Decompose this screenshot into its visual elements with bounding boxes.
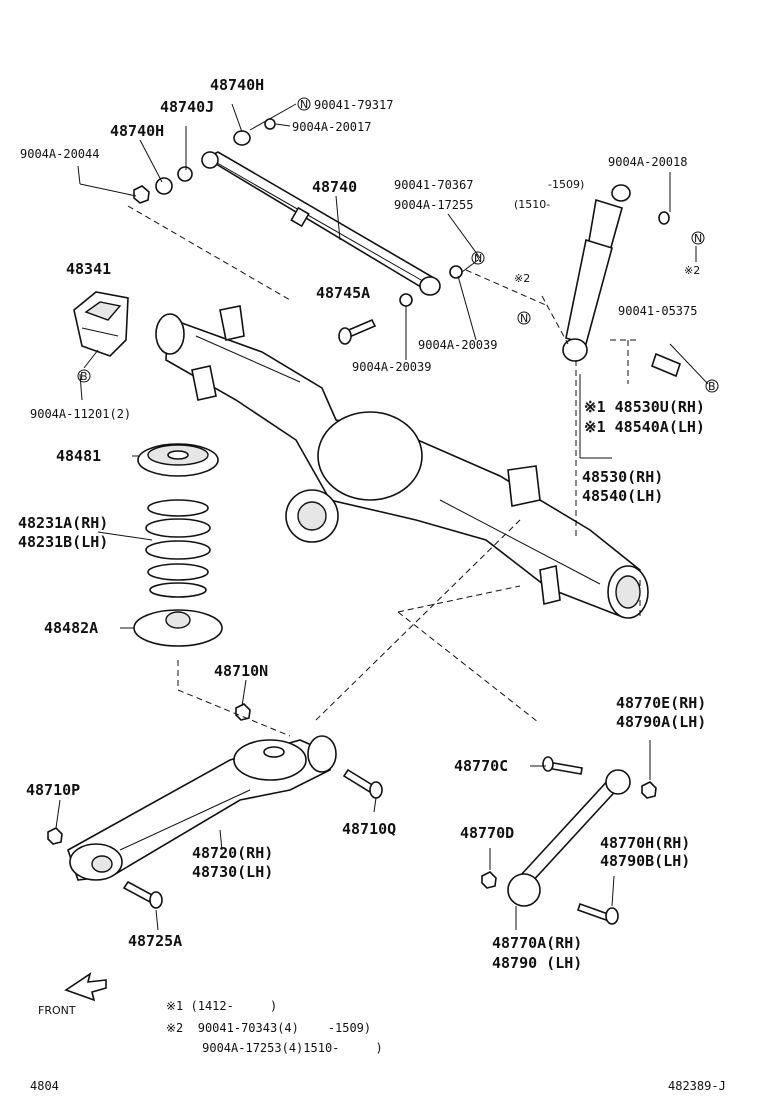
coil-spring-48231A [145,499,211,598]
rear-axle-housing [155,305,649,619]
bushing-48740J [233,130,251,146]
label-48720: 48720(RH) [192,844,273,862]
label-48790: 48790 (LH) [492,954,582,972]
nut-48770E [641,781,657,799]
label-90041-70367: 90041-70367 [394,178,473,192]
spring-seat-lower-48482A [133,609,223,647]
note-1: ※1 (1412- ) [166,999,277,1013]
label-48740H-top: 48740H [210,76,264,94]
label-48710Q: 48710Q [342,820,396,838]
label-9004A-17255-date: (1510- [514,198,550,211]
svg-text:B: B [80,370,88,383]
svg-text:B: B [708,380,716,393]
label-48725A: 48725A [128,932,182,950]
label-48530: 48530(RH) [582,468,663,486]
bump-stopper-48341 [73,291,129,357]
label-9004A-20039-b: 9004A-20039 [352,360,431,374]
spring-seat-upper-48481 [137,443,219,477]
footer-right-code: 482389-J [668,1079,726,1093]
label-48730: 48730(LH) [192,863,273,881]
svg-text:N: N [300,98,308,111]
label-48710P: 48710P [26,781,80,799]
label-48481: 48481 [56,447,101,465]
bolt-48770H [576,902,619,925]
label-48341: 48341 [66,260,111,278]
circle-mark-b-2: B [705,379,719,393]
label-48530U: ※1 48530U(RH) [584,398,705,416]
label-48790A: 48790A(LH) [616,713,706,731]
label-9004A-11201: 9004A-11201(2) [30,407,131,421]
label-9004A-20017: 9004A-20017 [292,120,371,134]
label-48540A-note: ※1 48540A(LH) [584,418,705,436]
nut-9004A-20044 [133,185,150,204]
bolt-48710Q [342,768,383,799]
label-9004A-20039-a: 9004A-20039 [418,338,497,352]
label-90041-70367-date: -1509) [548,178,584,191]
svg-text:N: N [474,252,482,265]
label-9004A-17255: 9004A-17255 [394,198,473,212]
bolt-48725A [122,880,163,909]
label-48231B: 48231B(LH) [18,533,108,551]
shock-absorber-48530 [562,184,681,378]
label-48770C: 48770C [454,757,508,775]
label-90041-05375: 90041-05375 [618,304,697,318]
label-48231A: 48231A(RH) [18,514,108,532]
circle-mark-n-1: N [297,97,311,111]
front-arrow-icon [64,972,107,1002]
label-mark2-a: ※2 [514,272,530,285]
label-48482A: 48482A [44,619,98,637]
lateral-rod-48740 [201,151,441,296]
bolt-48745A [338,318,377,345]
front-label: FRONT [38,1004,76,1017]
label-48770E: 48770E(RH) [616,694,706,712]
label-48770D: 48770D [460,824,514,842]
bushing-48740H [155,166,193,195]
label-90041-79317: 90041-79317 [314,98,393,112]
label-mark2-b: ※2 [684,264,700,277]
label-9004A-20018: 9004A-20018 [608,155,687,169]
note-2-line2: 9004A-17253(4)1510- ) [166,1041,383,1055]
label-9004A-20044: 9004A-20044 [20,147,99,161]
label-48770H: 48770H(RH) [600,834,690,852]
label-48710N: 48710N [214,662,268,680]
svg-text:N: N [694,232,702,245]
label-48740H-left: 48740H [110,122,164,140]
label-48540: 48540(LH) [582,487,663,505]
circle-mark-n-3: N [517,311,531,325]
nut-48710N [235,703,251,721]
trailing-arm-48720 [67,735,337,881]
circle-mark-b-1: B [77,369,91,383]
footer-left-code: 4804 [30,1079,59,1093]
svg-text:N: N [520,312,528,325]
lower-arm-48770A [507,769,631,907]
note-2-line1: ※2 90041-70343(4) -1509) [166,1021,371,1035]
label-48740: 48740 [312,178,357,196]
label-48790B: 48790B(LH) [600,852,690,870]
bolt-48770C [542,756,583,775]
nut-48710P [47,827,63,845]
circle-mark-n-4: N [691,231,705,245]
phantom-lines [127,205,641,737]
label-48740J: 48740J [160,98,214,116]
label-48770A: 48770A(RH) [492,934,582,952]
label-48745A: 48745A [316,284,370,302]
nut-48770D [481,871,497,889]
circle-mark-n-2: N [471,251,485,265]
leader-lines [55,103,709,931]
